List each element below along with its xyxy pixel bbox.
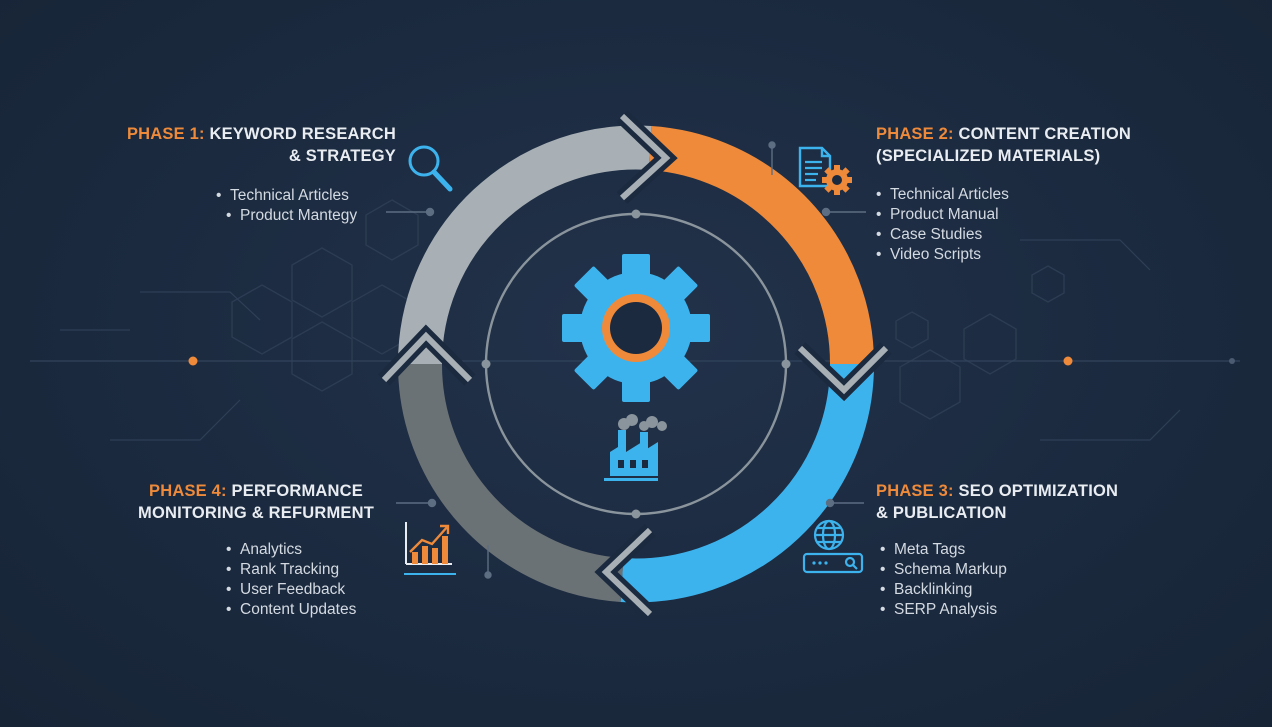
- phase-1-list: Technical Articles Product Mantegy: [214, 186, 357, 226]
- list-item: Backlinking: [880, 580, 1007, 600]
- phase-3-number: PHASE 3:: [876, 482, 954, 500]
- ring-node-top: [631, 209, 641, 219]
- growth-chart-icon: [404, 522, 456, 575]
- arc-phase-2: [648, 126, 875, 365]
- list-item: Technical Articles: [876, 185, 1009, 205]
- phase-2-title: PHASE 2: CONTENT CREATION (SPECIALIZED M…: [876, 123, 1131, 167]
- phase-4-number: PHASE 4:: [149, 482, 227, 500]
- arc-phase-4: [397, 363, 624, 602]
- list-item: Rank Tracking: [226, 560, 356, 580]
- phase-2-title-line-2: (SPECIALIZED MATERIALS): [876, 147, 1101, 165]
- phase-3-list: Meta Tags Schema Markup Backlinking SERP…: [880, 540, 1007, 620]
- phase-3-title: PHASE 3: SEO OPTIMIZATION & PUBLICATION: [876, 480, 1118, 524]
- list-item: Content Updates: [226, 600, 356, 620]
- globe-search-icon: [802, 519, 864, 574]
- gear-icon: [562, 254, 710, 402]
- phase-4-list: Analytics Rank Tracking User Feedback Co…: [226, 540, 356, 620]
- phase-3-title-line-1: SEO OPTIMIZATION: [958, 482, 1119, 500]
- list-item: Meta Tags: [880, 540, 1007, 560]
- list-item: Video Scripts: [876, 245, 1009, 265]
- document-gear-icon: [798, 146, 852, 195]
- list-item: Case Studies: [876, 225, 1009, 245]
- list-item: Technical Articles: [214, 186, 357, 206]
- ring-node-right: [781, 359, 791, 369]
- list-item: User Feedback: [226, 580, 356, 600]
- list-item: Product Mantegy: [214, 206, 357, 226]
- phase-2-number: PHASE 2:: [876, 125, 954, 143]
- phase-4-title-line-2: MONITORING & REFURMENT: [138, 504, 375, 522]
- phase-2-list: Technical Articles Product Manual Case S…: [876, 185, 1009, 265]
- phase-4-title-line-1: PERFORMANCE: [231, 482, 363, 500]
- factory-icon: [604, 414, 667, 481]
- arc-phase-3: [620, 363, 875, 603]
- arrow-chevron-left: [378, 324, 476, 386]
- phase-1-title-line-2: & STRATEGY: [288, 147, 396, 165]
- ring-node-bottom: [631, 509, 641, 519]
- phase-2-title-line-1: CONTENT CREATION: [958, 125, 1131, 143]
- arc-phase-1: [397, 125, 652, 365]
- list-item: Schema Markup: [880, 560, 1007, 580]
- phase-1-title-line-1: KEYWORD RESEARCH: [209, 125, 396, 143]
- arrow-chevron-top: [616, 110, 678, 204]
- phase-4-title: PHASE 4: PERFORMANCE MONITORING & REFURM…: [138, 480, 374, 524]
- arrow-chevron-right: [794, 342, 892, 402]
- list-item: Analytics: [226, 540, 356, 560]
- list-item: Product Manual: [876, 205, 1009, 225]
- phase-1-title: PHASE 1: KEYWORD RESEARCH & STRATEGY: [127, 123, 396, 167]
- phase-3-title-line-2: & PUBLICATION: [876, 504, 1007, 522]
- phase-1-number: PHASE 1:: [126, 125, 205, 143]
- arrow-chevron-bottom: [594, 524, 656, 620]
- ring-node-left: [481, 359, 491, 369]
- magnifier-icon: [408, 145, 453, 192]
- list-item: SERP Analysis: [880, 600, 1007, 620]
